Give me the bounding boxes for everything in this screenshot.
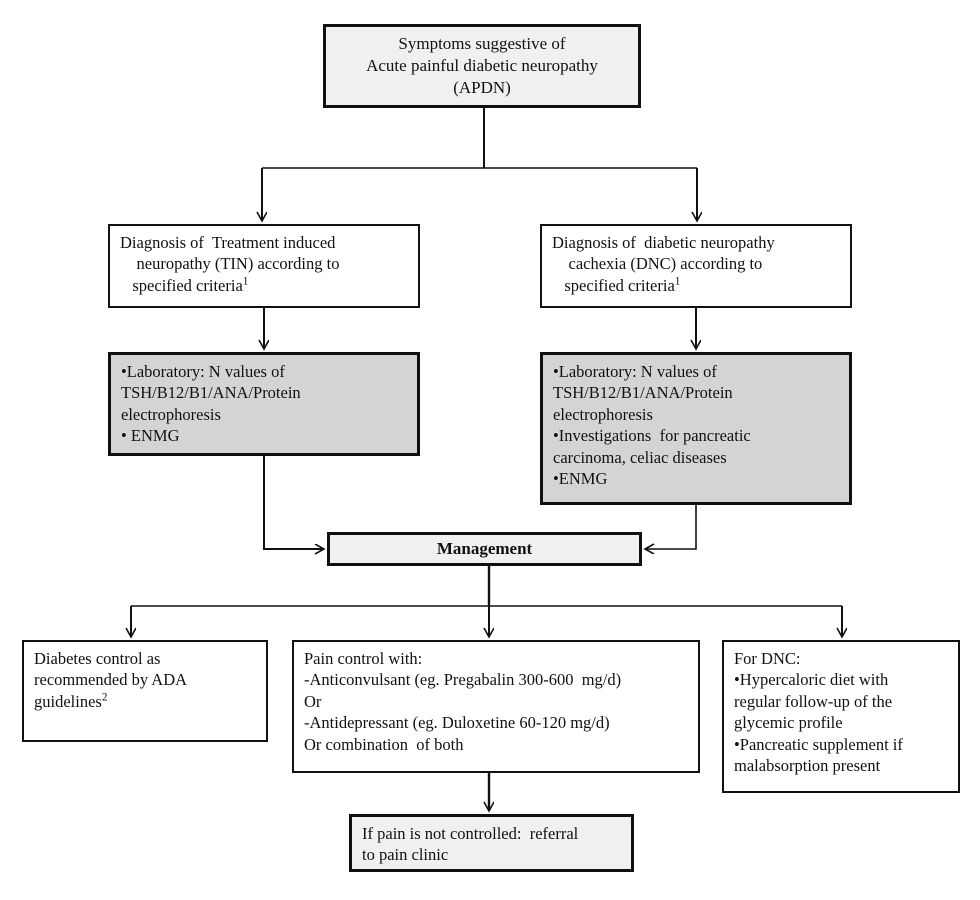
node-diabetes-control: Diabetes control as recommended by ADA g… [22, 640, 268, 742]
lab-tin-line-1: •Laboratory: N values of [121, 362, 285, 381]
lab-tin-line-4: • ENMG [121, 426, 180, 446]
diabetes-footnote-ref: 2 [101, 691, 108, 704]
diabetes-line-3: guidelines2 [34, 691, 108, 711]
node-pain-clinic-referral: If pain is not controlled: referral to p… [349, 814, 634, 872]
dnc-line-3: specified criteria1 [552, 275, 681, 295]
dnc-mgmt-line-3: regular follow-up of the [734, 691, 893, 711]
dnc-mgmt-line-4: glycemic profile [734, 713, 843, 733]
node-dnc-management: For DNC: •Hypercaloric diet with regular… [722, 640, 960, 793]
dnc-line-1: Diagnosis of diabetic neuropathy [552, 233, 775, 252]
diabetes-line-1: Diabetes control as [34, 649, 161, 668]
apdn-line-2: Acute painful diabetic neuropathy [366, 56, 598, 76]
lab-dnc-line-5: carcinoma, celiac diseases [553, 447, 727, 467]
referral-line-2: to pain clinic [362, 845, 449, 865]
lab-tin-line-2: TSH/B12/B1/ANA/Protein [121, 383, 301, 403]
management-label: Management [436, 538, 533, 558]
tin-footnote-ref: 1 [242, 275, 249, 288]
pain-line-2: -Anticonvulsant (eg. Pregabalin 300-600 … [304, 670, 622, 690]
lab-dnc-line-3: electrophoresis [553, 404, 653, 424]
node-lab-dnc: •Laboratory: N values of TSH/B12/B1/ANA/… [540, 352, 852, 505]
tin-line-3: specified criteria1 [120, 275, 249, 295]
lab-dnc-line-2: TSH/B12/B1/ANA/Protein [553, 383, 733, 403]
node-apdn: Symptoms suggestive of Acute painful dia… [323, 24, 641, 108]
tin-line-1: Diagnosis of Treatment induced [120, 233, 336, 252]
edge-labtin-management [263, 456, 323, 549]
referral-line-1: If pain is not controlled: referral [362, 824, 579, 843]
edge-apdn-split [262, 108, 697, 220]
pain-line-5: Or combination of both [304, 734, 464, 754]
node-tin-diagnosis: Diagnosis of Treatment induced neuropath… [108, 224, 420, 308]
node-pain-control: Pain control with: -Anticonvulsant (eg. … [292, 640, 700, 773]
dnc-mgmt-line-2: •Hypercaloric diet with [734, 670, 889, 690]
dnc-footnote-ref: 1 [674, 275, 681, 288]
node-dnc-diagnosis: Diagnosis of diabetic neuropathy cachexi… [540, 224, 852, 308]
diabetes-line-2: recommended by ADA [34, 670, 188, 690]
dnc-line-2: cachexia (DNC) according to [552, 254, 763, 274]
dnc-mgmt-line-1: For DNC: [734, 649, 801, 668]
lab-tin-line-3: electrophoresis [121, 404, 221, 424]
pain-line-1: Pain control with: [304, 649, 423, 668]
edge-management-split [131, 566, 842, 636]
apdn-line-1: Symptoms suggestive of [398, 34, 566, 53]
dnc-mgmt-line-5: •Pancreatic supplement if [734, 734, 903, 754]
lab-dnc-line-4: •Investigations for pancreatic [553, 426, 751, 446]
pain-line-3: Or [304, 691, 322, 711]
lab-dnc-line-6: •ENMG [553, 469, 608, 489]
node-management: Management [327, 532, 642, 566]
dnc-mgmt-line-6: malabsorption present [734, 756, 881, 776]
apdn-line-3: (APDN) [453, 78, 511, 98]
tin-line-2: neuropathy (TIN) according to [120, 254, 340, 274]
lab-dnc-line-1: •Laboratory: N values of [553, 362, 717, 381]
edge-labdnc-management [646, 505, 697, 549]
node-lab-tin: •Laboratory: N values of TSH/B12/B1/ANA/… [108, 352, 420, 456]
pain-line-4: -Antidepressant (eg. Duloxetine 60-120 m… [304, 713, 610, 733]
